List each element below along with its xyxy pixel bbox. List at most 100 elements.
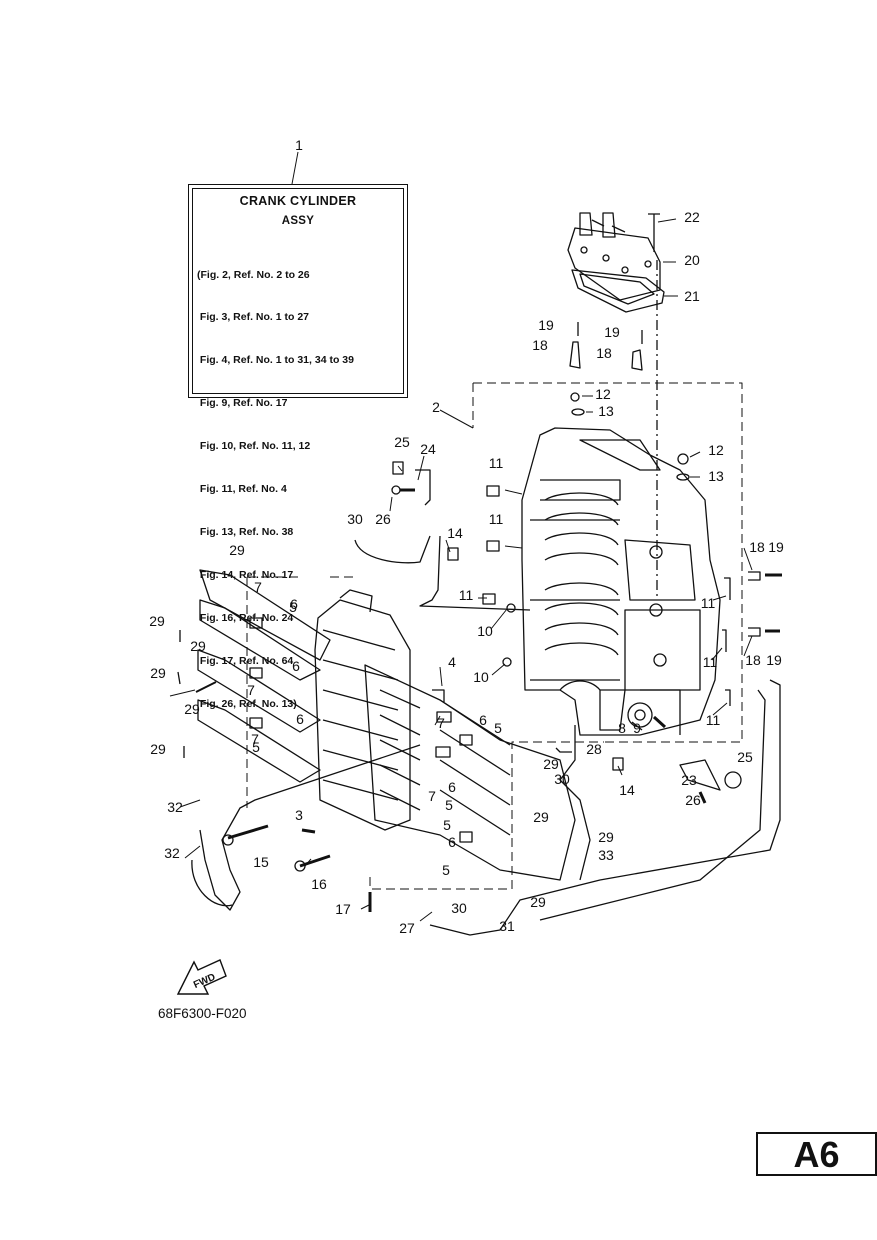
callout-2: 2 bbox=[432, 399, 440, 415]
callout-13: 13 bbox=[598, 403, 614, 419]
callout-7: 7 bbox=[428, 788, 436, 804]
fwd-arrow-icon: FWD bbox=[176, 959, 227, 995]
callout-28: 28 bbox=[586, 741, 602, 757]
callout-20: 20 bbox=[684, 252, 700, 268]
info-box-inner-frame bbox=[192, 188, 404, 394]
callout-4: 4 bbox=[448, 654, 456, 670]
callout-33: 33 bbox=[598, 847, 614, 863]
callout-7: 7 bbox=[247, 682, 255, 698]
callout-5: 5 bbox=[252, 739, 260, 755]
info-line: Fig. 13, Ref. No. 38 bbox=[197, 525, 294, 538]
callout-15: 15 bbox=[253, 854, 269, 870]
exhaust-cover-plates bbox=[197, 569, 576, 881]
page-tag: A6 bbox=[756, 1132, 877, 1176]
callout-27: 27 bbox=[399, 920, 415, 936]
callout-17: 17 bbox=[335, 901, 351, 917]
info-line: Fig. 3, Ref. No. 1 to 27 bbox=[197, 311, 310, 324]
callout-26: 26 bbox=[375, 511, 391, 527]
callout-13: 13 bbox=[708, 468, 724, 484]
info-line: Fig. 4, Ref. No. 1 to 31, 34 to 39 bbox=[197, 354, 354, 367]
callout-29: 29 bbox=[598, 829, 614, 845]
callout-19: 19 bbox=[766, 652, 782, 668]
callout-29: 29 bbox=[530, 894, 546, 910]
info-title-line2: ASSY bbox=[281, 215, 315, 227]
callout-11: 11 bbox=[459, 587, 474, 603]
callout-29: 29 bbox=[150, 665, 166, 681]
callout-6: 6 bbox=[479, 712, 487, 728]
callout-31: 31 bbox=[499, 918, 515, 934]
assembly-info-box: CRANK CYLINDER ASSY (Fig. 2, Ref. No. 2 … bbox=[188, 184, 408, 710]
info-title-line1: CRANK CYLINDER bbox=[239, 194, 357, 208]
callout-5: 5 bbox=[443, 817, 451, 833]
callout-6: 6 bbox=[292, 658, 300, 674]
callout-23: 23 bbox=[681, 772, 697, 788]
callout-6: 6 bbox=[448, 779, 456, 795]
callout-5: 5 bbox=[494, 720, 502, 736]
info-line: Fig. 11, Ref. No. 4 bbox=[197, 483, 287, 496]
callout-19: 19 bbox=[604, 324, 620, 340]
callout-7: 7 bbox=[251, 731, 259, 747]
callout-3: 3 bbox=[295, 807, 303, 823]
callout-11: 11 bbox=[706, 712, 721, 728]
callout-18: 18 bbox=[532, 337, 548, 353]
callout-32: 32 bbox=[167, 799, 183, 815]
info-reference-list: (Fig. 2, Ref. No. 2 to 26 Fig. 3, Ref. N… bbox=[197, 239, 354, 739]
info-line: Fig. 10, Ref. No. 11, 12 bbox=[197, 440, 311, 453]
info-box-ref-number: 1 bbox=[295, 137, 303, 153]
callout-10: 10 bbox=[473, 669, 489, 685]
callout-10: 10 bbox=[477, 623, 493, 639]
callout-29: 29 bbox=[543, 756, 559, 772]
callout-29: 29 bbox=[533, 809, 549, 825]
callout-11: 11 bbox=[701, 595, 716, 611]
page-tag-label: A6 bbox=[793, 1134, 840, 1175]
callout-6: 6 bbox=[290, 596, 298, 612]
callout-30: 30 bbox=[554, 771, 570, 787]
callout-11: 11 bbox=[703, 654, 718, 670]
callout-14: 14 bbox=[447, 525, 463, 541]
callout-6: 6 bbox=[296, 711, 304, 727]
callout-29: 29 bbox=[149, 613, 165, 629]
figure-code: 68F6300-F020 bbox=[158, 1006, 247, 1021]
callout-14: 14 bbox=[619, 782, 635, 798]
callout-5: 5 bbox=[442, 862, 450, 878]
callout-18: 18 bbox=[745, 652, 761, 668]
callout-22: 22 bbox=[684, 209, 700, 225]
callout-30: 30 bbox=[347, 511, 363, 527]
callout-8: 8 bbox=[618, 720, 626, 736]
info-line: Fig. 26, Ref. No. 13) bbox=[197, 697, 297, 710]
leader-lines bbox=[169, 151, 753, 922]
callout-5: 5 bbox=[289, 599, 297, 615]
callout-19: 19 bbox=[538, 317, 554, 333]
callout-25: 25 bbox=[737, 749, 753, 765]
callout-16: 16 bbox=[311, 876, 327, 892]
callout-6: 6 bbox=[448, 834, 456, 850]
callout-7: 7 bbox=[437, 715, 445, 731]
callout-24: 24 bbox=[420, 441, 436, 457]
callout-29: 29 bbox=[190, 638, 206, 654]
assembly-boundary-lines bbox=[246, 382, 743, 890]
callout-26: 26 bbox=[685, 792, 701, 808]
info-line: Fig. 16, Ref. No. 24 bbox=[197, 611, 294, 624]
callout-25: 25 bbox=[394, 434, 410, 450]
callout-32: 32 bbox=[164, 845, 180, 861]
info-line: Fig. 14, Ref. No. 17 bbox=[197, 568, 294, 581]
callout-29: 29 bbox=[150, 741, 166, 757]
callout-30: 30 bbox=[451, 900, 467, 916]
crankcase-block bbox=[521, 427, 721, 736]
callout-18: 18 bbox=[596, 345, 612, 361]
callout-11: 11 bbox=[489, 511, 504, 527]
callout-12: 12 bbox=[708, 442, 724, 458]
callout-18: 18 bbox=[749, 539, 765, 555]
callout-12: 12 bbox=[595, 386, 611, 402]
callout-29: 29 bbox=[229, 542, 245, 558]
info-line: Fig. 17, Ref. No. 64 bbox=[197, 654, 294, 667]
callout-19: 19 bbox=[768, 539, 784, 555]
callout-5: 5 bbox=[445, 797, 453, 813]
hoses-and-tubes bbox=[191, 535, 781, 936]
callout-21: 21 bbox=[684, 288, 700, 304]
callout-11: 11 bbox=[489, 455, 504, 471]
info-line: Fig. 9, Ref. No. 17 bbox=[197, 397, 288, 410]
callout-9: 9 bbox=[633, 720, 641, 736]
